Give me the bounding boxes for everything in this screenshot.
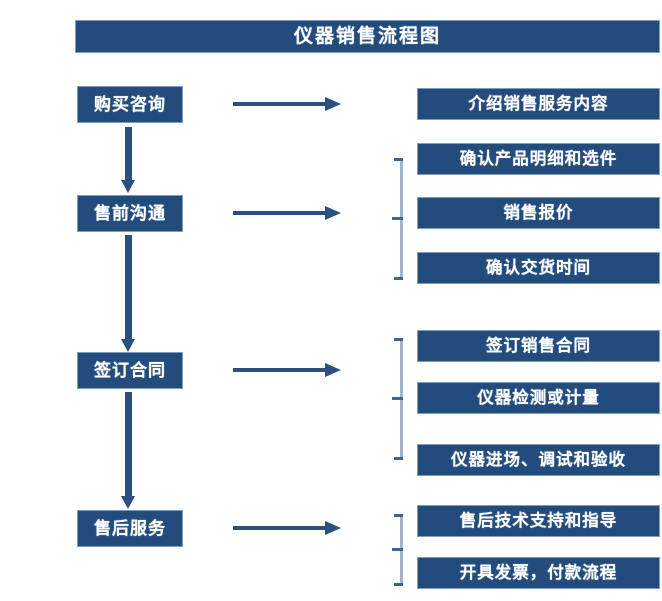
brace-tick [392,548,403,551]
stage-box-presales-communication[interactable]: 售前沟通 [77,195,183,232]
arrow-head [325,363,341,377]
arrow-shaft [233,102,327,106]
arrow-down-icon-stage1-to-stage2 [121,127,136,194]
arrow-right-icon-stage4 [233,520,341,536]
detail-box-sales-quotation[interactable]: 销售报价 [417,197,660,229]
flowchart-title: 仪器销售流程图 [75,20,660,53]
brace-icon-group-presales [391,158,407,280]
arrow-head [121,496,135,509]
arrow-head [325,97,341,111]
arrow-shaft [125,235,132,340]
arrow-shaft [233,211,327,215]
arrow-head [121,180,135,193]
brace-icon-group-aftersales [391,514,407,586]
stage-box-sign-contract[interactable]: 签订合同 [77,352,183,389]
detail-box-sign-sales-contract[interactable]: 签订销售合同 [417,330,660,362]
detail-box-confirm-delivery-time[interactable]: 确认交货时间 [417,252,660,284]
brace-tick [392,397,403,400]
arrow-shaft [125,127,132,181]
detail-box-invoice-payment[interactable]: 开具发票，付款流程 [417,557,660,589]
arrow-shaft [125,392,132,497]
brace-cap-top [394,514,403,517]
arrow-right-icon-stage1 [233,96,341,112]
arrow-head [325,206,341,220]
detail-box-introduce-sales-service[interactable]: 介绍销售服务内容 [417,88,660,120]
arrow-right-icon-stage2 [233,205,341,221]
brace-cap-top [394,338,403,341]
brace-cap-top [394,158,403,161]
detail-box-instrument-inspection[interactable]: 仪器检测或计量 [417,382,660,414]
detail-box-confirm-product-details[interactable]: 确认产品明细和选件 [417,143,660,175]
arrow-shaft [233,526,327,530]
arrow-right-icon-stage3 [233,362,341,378]
arrow-head [121,339,135,352]
arrow-shaft [233,368,327,372]
brace-icon-group-contract [391,338,407,460]
brace-cap-bottom [394,457,403,460]
detail-box-aftersales-tech-support[interactable]: 售后技术支持和指导 [417,505,660,537]
arrow-down-icon-stage2-to-stage3 [121,235,136,353]
brace-cap-bottom [394,277,403,280]
stage-box-aftersales-service[interactable]: 售后服务 [77,510,183,547]
brace-cap-bottom [394,583,403,586]
arrow-head [325,521,341,535]
stage-box-purchase-inquiry[interactable]: 购买咨询 [77,86,183,123]
detail-box-instrument-installation[interactable]: 仪器进场、调试和验收 [417,444,660,476]
arrow-down-icon-stage3-to-stage4 [121,392,136,510]
brace-tick [392,217,403,220]
